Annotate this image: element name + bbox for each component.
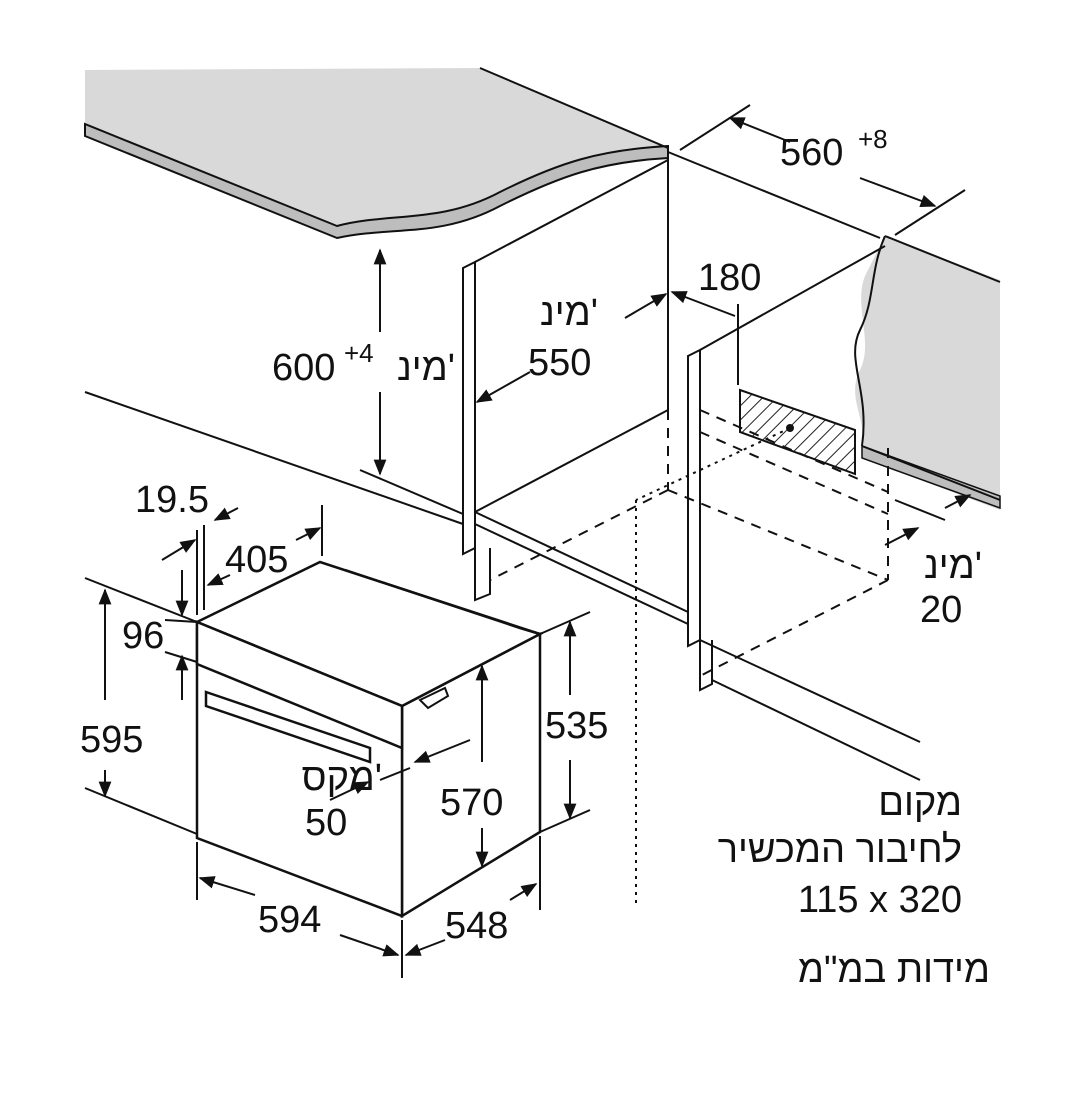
control-height-label: 96 — [122, 615, 164, 657]
niche-width-tol: +8 — [858, 124, 888, 154]
body-height-front-label: 535 — [545, 705, 608, 747]
max-value-label: 50 — [305, 802, 347, 844]
body-height-label: 570 — [440, 782, 503, 824]
depth-min-label: 550 — [528, 342, 591, 384]
max-word: מקס' — [302, 757, 382, 799]
labels: 560 +8 600 +4 מינ' מינ' 550 180 מינ' 20 … — [80, 124, 990, 991]
panel-depth-label: 405 — [225, 539, 288, 581]
units-note: מידות במ"מ — [798, 949, 990, 991]
niche-width-label: 560 — [780, 132, 843, 174]
connection-note-line2: לחיבור המכשיר — [718, 829, 962, 871]
niche-height-tol: +4 — [344, 338, 374, 368]
countertop — [84, 67, 669, 240]
body-depth-label: 548 — [445, 905, 508, 947]
niche-height-min-word: מינ' — [397, 347, 455, 389]
hidden-lines — [489, 409, 889, 677]
right-countertop — [854, 235, 1001, 510]
connection-note-line1: מקום — [878, 782, 962, 824]
dimension-lines — [84, 104, 972, 978]
gap-top-label: 180 — [698, 257, 761, 299]
connection-box — [739, 388, 856, 476]
total-height-label: 595 — [80, 719, 143, 761]
back-gap-label: 20 — [920, 589, 962, 631]
front-offset-label: 19.5 — [135, 479, 209, 521]
cabinet — [84, 151, 1001, 781]
oven — [193, 560, 544, 919]
depth-min-word: מינ' — [540, 292, 598, 334]
total-width-label: 594 — [258, 899, 321, 941]
niche-height-label: 600 — [272, 347, 335, 389]
back-gap-min-word: מינ' — [924, 545, 982, 587]
connection-size: 115 x 320 — [798, 879, 962, 921]
connection-dotted-line — [635, 427, 791, 905]
